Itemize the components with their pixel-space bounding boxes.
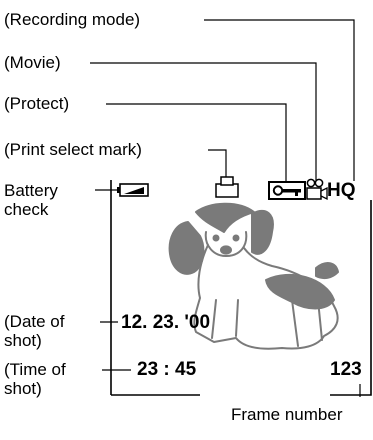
- dog-head-patch: [196, 204, 254, 232]
- label-protect: (Protect): [4, 94, 69, 113]
- label-print-select-mark: (Print select mark): [4, 140, 142, 159]
- label-time-line2: shot): [4, 379, 66, 398]
- dog-eye-right: [234, 236, 239, 241]
- recording-mode-indicator: HQ: [327, 181, 356, 201]
- dog-ear-right: [252, 211, 273, 254]
- label-date-line1: (Date of: [4, 312, 64, 331]
- battery-icon: [117, 184, 148, 196]
- dog-back-patch: [266, 275, 334, 309]
- dog-nose: [221, 246, 231, 253]
- print-select-icon: [216, 177, 238, 197]
- protect-key-icon: [269, 182, 305, 199]
- leader-movie: [90, 63, 316, 181]
- label-recording-mode: (Recording mode): [4, 10, 140, 29]
- dog-tail: [316, 263, 338, 278]
- dog-eye-left: [214, 236, 219, 241]
- label-battery-line2: check: [4, 200, 58, 219]
- dog-ear-left: [170, 222, 204, 274]
- frame-number-display: 123: [330, 360, 362, 380]
- label-date-line2: shot): [4, 331, 64, 350]
- time-display: 23 : 45: [137, 360, 196, 380]
- label-date-of-shot: (Date of shot): [4, 312, 64, 350]
- label-time-of-shot: (Time of shot): [4, 360, 66, 398]
- label-battery-line1: Battery: [4, 181, 58, 200]
- date-display: 12. 23. '00: [121, 313, 210, 333]
- label-frame-number: Frame number: [231, 405, 342, 424]
- label-movie: (Movie): [4, 53, 61, 72]
- label-time-line1: (Time of: [4, 360, 66, 379]
- label-battery-check: Battery check: [4, 181, 58, 219]
- movie-camera-icon: [307, 179, 327, 199]
